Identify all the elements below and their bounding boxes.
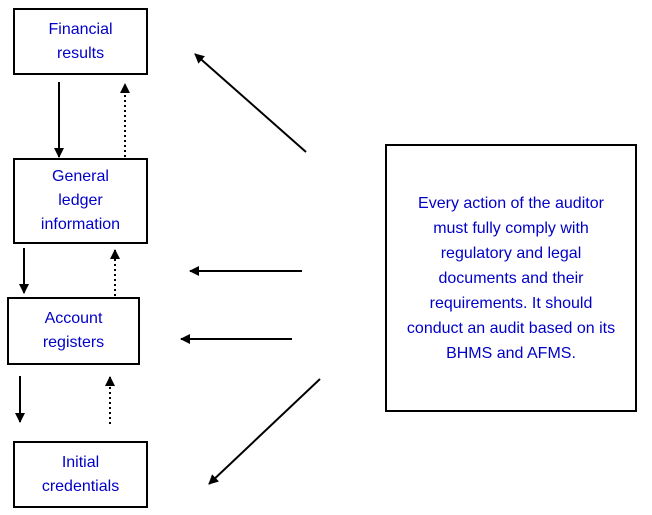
auditor-note-line3: regulatory and legal — [440, 244, 582, 262]
initial-credentials-line1: Initial — [61, 453, 100, 471]
general-ledger-line1: General — [52, 168, 109, 185]
account-registers-line2: registers — [42, 334, 105, 351]
account-registers-box: Account registers — [7, 297, 140, 365]
general-ledger-line2: ledger — [58, 192, 103, 209]
account-registers-line1: Account — [44, 310, 103, 327]
financial-results-line2: results — [56, 44, 105, 62]
account-registers-label: Account registers — [43, 307, 104, 355]
auditor-note-line2: must fully comply with — [433, 219, 589, 237]
auditor-note-line6: conduct an audit based on its — [406, 319, 616, 337]
auditor-note-box: Every action of the auditor must fully c… — [385, 144, 637, 412]
financial-results-box: Financial results — [13, 8, 148, 75]
financial-results-label: Financial results — [48, 18, 112, 66]
general-ledger-label: General ledger information — [41, 165, 120, 237]
general-ledger-line3: information — [40, 216, 121, 233]
auditor-note-line7: BHMS and AFMS. — [446, 344, 576, 362]
financial-results-line1: Financial — [48, 20, 113, 38]
auditor-note-line4: documents and their — [438, 269, 584, 287]
initial-credentials-label: Initial credentials — [42, 451, 119, 499]
auditor-note-line1: Every action of the auditor — [418, 194, 604, 212]
initial-credentials-box: Initial credentials — [13, 441, 148, 508]
auditor-note-text: Every action of the auditor must fully c… — [407, 191, 615, 366]
general-ledger-box: General ledger information — [13, 158, 148, 244]
auditor-note-line5: requirements. It should — [429, 294, 593, 312]
initial-credentials-line2: credentials — [41, 477, 120, 495]
arrow-note-to-initial — [208, 378, 321, 485]
arrow-note-to-financial — [194, 53, 307, 153]
